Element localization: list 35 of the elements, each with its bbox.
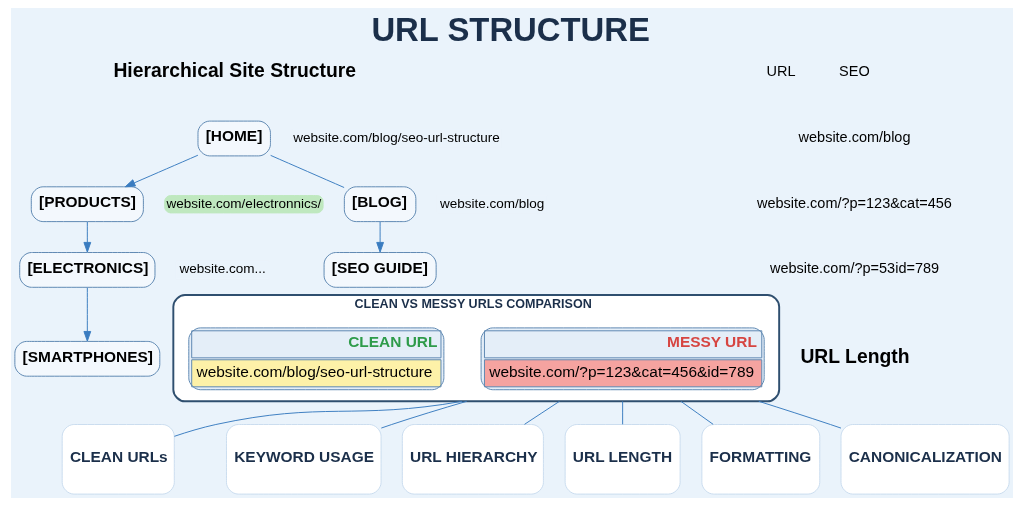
- node-box: KEYWORD USAGE: [226, 424, 382, 495]
- node-label: website.com...: [179, 261, 266, 277]
- connector: [680, 400, 714, 425]
- label: Hierarchical Site Structure: [113, 59, 356, 81]
- node-box: FORMATTING: [701, 424, 821, 495]
- node-box: URL LENGTH: [564, 424, 681, 495]
- connector: [380, 400, 468, 429]
- node-box: [ELECTRONICS]: [19, 252, 156, 288]
- connector: [173, 400, 463, 437]
- label: website.com/?p=123&cat=456: [756, 194, 952, 211]
- node-box: URL HIERARCHY: [401, 424, 544, 495]
- label: URL: [766, 63, 796, 80]
- node-label: website.com/blog: [439, 195, 545, 211]
- label: SEO: [839, 63, 870, 80]
- diagram-title: URL STRUCTURE: [371, 11, 650, 49]
- node-box: [BLOG]: [343, 186, 417, 223]
- connector: [758, 400, 842, 429]
- label: website.com/blog: [798, 128, 911, 145]
- arrow: [83, 287, 92, 342]
- arrow: [376, 221, 384, 253]
- connector: [524, 400, 560, 425]
- node-box: [SMARTPHONES]: [14, 340, 161, 377]
- arrow: [83, 221, 92, 253]
- node-box: CLEAN URLs: [61, 424, 175, 495]
- connector: [622, 400, 624, 425]
- node-box: [PRODUCTS]: [30, 186, 144, 223]
- arrow: [124, 154, 199, 188]
- node-box: [HOME]: [197, 120, 271, 157]
- node-label: website.com/electronnics/: [166, 195, 322, 211]
- node-box: [SEO GUIDE]: [323, 252, 437, 288]
- node-box: CANONICALIZATION: [840, 424, 1010, 495]
- node-label: website.com/blog/seo-url-structure: [293, 130, 500, 146]
- label: website.com/?p=53id=789: [769, 260, 940, 277]
- connector: [270, 154, 345, 188]
- label: URL Length: [800, 345, 910, 367]
